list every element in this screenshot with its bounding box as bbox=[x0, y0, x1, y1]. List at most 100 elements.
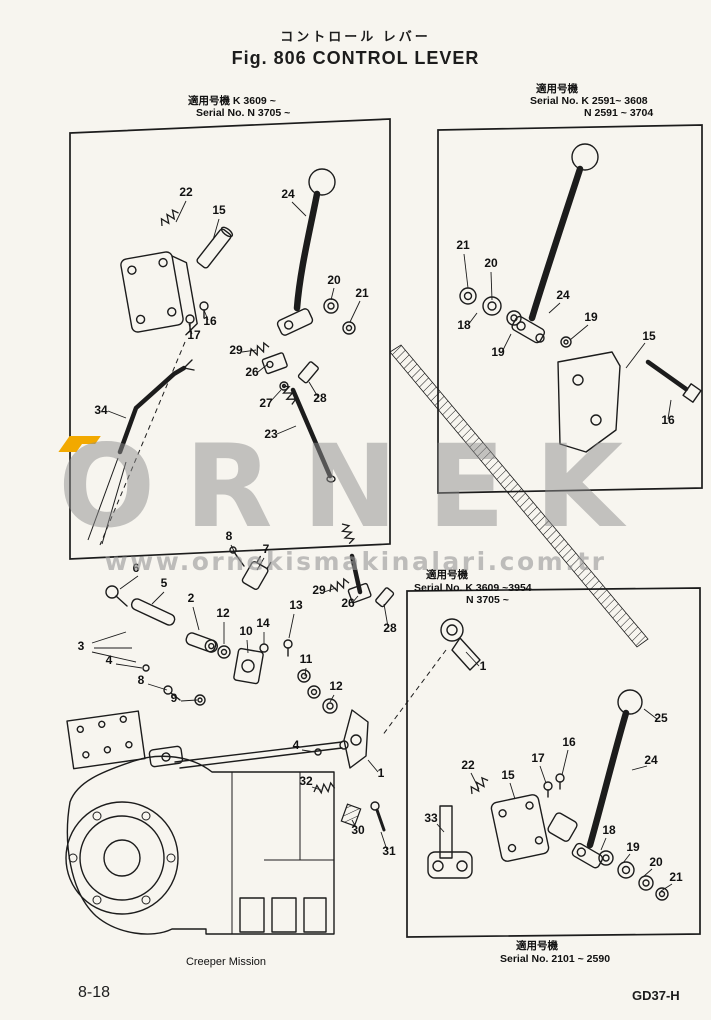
callout: 20 bbox=[484, 256, 498, 270]
angle-bracket bbox=[428, 806, 472, 878]
callout: 13 bbox=[289, 598, 303, 612]
callout: 21 bbox=[355, 286, 369, 300]
serial-annotation-right: 適用号機 Serial No. K 2591~ 3608 N 2591 ~ 37… bbox=[530, 82, 653, 119]
filler-cap bbox=[149, 746, 183, 767]
callout: 28 bbox=[313, 391, 327, 405]
callout: 12 bbox=[216, 606, 230, 620]
serial-text: N 3705 ~ bbox=[466, 594, 509, 606]
bell-crank-lower bbox=[344, 710, 368, 768]
callout: 20 bbox=[327, 273, 341, 287]
callout: 17 bbox=[187, 328, 201, 342]
mounting-bracket bbox=[558, 352, 620, 452]
hatched-cable-band bbox=[390, 345, 648, 647]
callout: 6 bbox=[133, 561, 140, 575]
washer bbox=[218, 646, 230, 658]
callout: 16 bbox=[661, 413, 675, 427]
spring-pin bbox=[313, 782, 335, 794]
callout: 24 bbox=[644, 753, 658, 767]
callout: 29 bbox=[312, 583, 326, 597]
callout: 26 bbox=[245, 365, 259, 379]
clevis bbox=[241, 555, 272, 591]
callout: 19 bbox=[626, 840, 640, 854]
callout: 25 bbox=[654, 711, 668, 725]
callout: 18 bbox=[602, 823, 616, 837]
callout: 15 bbox=[501, 768, 515, 782]
callout: 34 bbox=[94, 403, 108, 417]
callout: 23 bbox=[264, 427, 278, 441]
spring bbox=[158, 208, 179, 227]
pin bbox=[143, 665, 149, 671]
callout: 21 bbox=[669, 870, 683, 884]
figure-code: GD37-H bbox=[632, 988, 680, 1003]
callout: 7 bbox=[263, 542, 270, 556]
callout: 8 bbox=[226, 529, 233, 543]
callout: 3 bbox=[78, 639, 85, 653]
lever-shaft bbox=[532, 169, 580, 318]
callout: 32 bbox=[299, 774, 313, 788]
serial-text: Serial No. K 3609 ~3954 bbox=[414, 582, 532, 594]
top-right-assembly bbox=[460, 144, 701, 452]
callout: 15 bbox=[642, 329, 656, 343]
callout: 18 bbox=[457, 318, 471, 332]
serial-text: 適用号機 K 3609 ~ bbox=[188, 94, 276, 107]
callout: 20 bbox=[649, 855, 663, 869]
lever-shaft bbox=[590, 713, 626, 845]
linkage-rod bbox=[175, 741, 348, 768]
mounting-plate bbox=[120, 249, 199, 344]
control-lever-left bbox=[276, 169, 335, 336]
lever-base bbox=[511, 315, 546, 344]
washers-left bbox=[324, 299, 355, 334]
serial-text: 適用号機 bbox=[426, 568, 468, 581]
serial-text: Serial No. 2101 ~ 2590 bbox=[500, 953, 610, 965]
callout: 24 bbox=[556, 288, 570, 302]
figure-title: Fig. 806 CONTROL LEVER bbox=[231, 48, 480, 68]
bolt bbox=[371, 802, 384, 830]
left-box-assembly bbox=[88, 169, 355, 545]
callout: 17 bbox=[531, 751, 545, 765]
joint-cluster-middle bbox=[327, 578, 394, 608]
case-caption: Creeper Mission bbox=[186, 956, 266, 968]
washer-stack bbox=[460, 288, 571, 347]
callout: 22 bbox=[461, 758, 475, 772]
serial-text: 適用号機 bbox=[536, 82, 578, 95]
leader-lines bbox=[92, 201, 672, 891]
serial-annotation-middle: 適用号機 Serial No. K 3609 ~3954 N 3705 ~ bbox=[414, 568, 532, 606]
callout: 9 bbox=[171, 691, 178, 705]
callout: 1 bbox=[480, 659, 487, 673]
block bbox=[341, 804, 360, 826]
callout: 12 bbox=[329, 679, 343, 693]
mounting-plate bbox=[490, 794, 549, 863]
page-number: 8-18 bbox=[78, 984, 111, 1001]
callout: 26 bbox=[341, 596, 355, 610]
callout: 16 bbox=[562, 735, 576, 749]
serial-text: 適用号機 bbox=[516, 939, 558, 952]
spring bbox=[468, 776, 489, 796]
inset-box-top-right bbox=[438, 125, 702, 493]
callout: 19 bbox=[491, 345, 505, 359]
bottom-right-assembly bbox=[428, 690, 668, 900]
washer-stack bbox=[599, 851, 668, 900]
lever-knob bbox=[572, 144, 598, 170]
callout: 16 bbox=[203, 314, 217, 328]
screw bbox=[260, 644, 268, 652]
ball-stud bbox=[106, 586, 118, 598]
callout: 10 bbox=[239, 624, 253, 638]
bracket bbox=[233, 648, 263, 684]
screw bbox=[284, 640, 292, 656]
callout: 8 bbox=[138, 673, 145, 687]
callout: 5 bbox=[161, 576, 168, 590]
part-callouts: 22 15 24 20 21 16 17 29 26 27 28 23 34 6… bbox=[78, 185, 683, 884]
bolt bbox=[648, 362, 701, 402]
small-lever bbox=[185, 632, 219, 654]
rollers bbox=[298, 670, 337, 713]
serial-annotation-left: 適用号機 K 3609 ~ Serial No. N 3705 ~ bbox=[188, 94, 290, 119]
callout: 24 bbox=[281, 187, 295, 201]
fork-rod bbox=[88, 360, 194, 544]
callout: 27 bbox=[259, 396, 273, 410]
callout: 28 bbox=[383, 621, 397, 635]
callout: 4 bbox=[293, 738, 300, 752]
bolt bbox=[164, 686, 180, 700]
callout: 4 bbox=[106, 653, 113, 667]
